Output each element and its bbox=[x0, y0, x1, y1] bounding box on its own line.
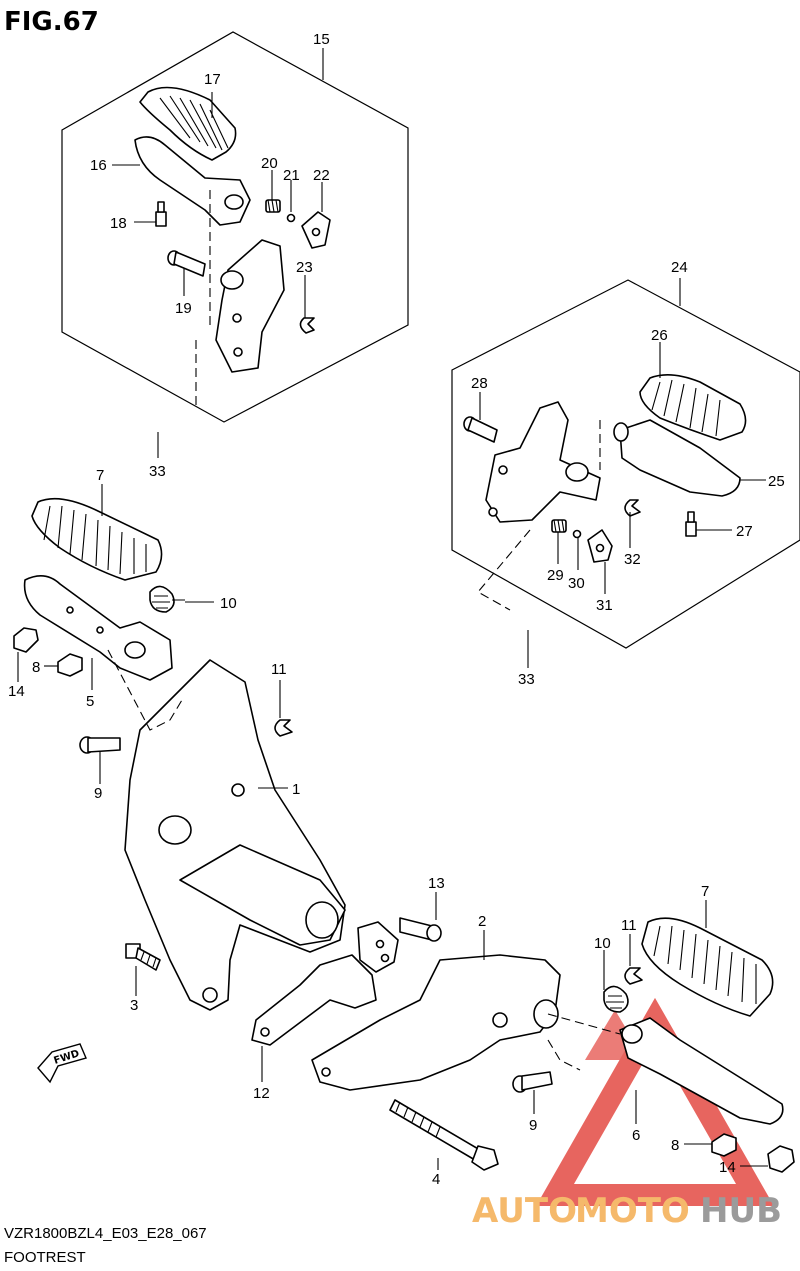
label-25: 25 bbox=[768, 473, 785, 490]
part-24-bracket bbox=[485, 401, 601, 523]
watermark-logo: AUTO MOTO HUB bbox=[472, 997, 782, 1231]
label-26: 26 bbox=[651, 327, 668, 344]
label-19: 19 bbox=[175, 300, 192, 317]
label-23: 23 bbox=[296, 259, 313, 276]
watermark-moto: MOTO bbox=[575, 1191, 690, 1231]
label-8-right: 8 bbox=[671, 1137, 679, 1154]
part-32-clip bbox=[624, 499, 641, 517]
part-1-bracket bbox=[124, 659, 346, 1011]
label-22: 22 bbox=[313, 167, 330, 184]
label-6: 6 bbox=[632, 1127, 640, 1144]
label-33-top: 33 bbox=[149, 463, 166, 480]
part-28-pin bbox=[463, 416, 498, 443]
label-17: 17 bbox=[204, 71, 221, 88]
part-7-footpeg-rubber-right bbox=[641, 917, 774, 1017]
watermark-auto: AUTO bbox=[472, 1191, 577, 1231]
part-8-nut-left bbox=[57, 653, 83, 677]
label-28: 28 bbox=[471, 375, 488, 392]
label-18: 18 bbox=[110, 215, 127, 232]
part-11-clip-left bbox=[274, 719, 293, 737]
leader-lines bbox=[17, 92, 768, 1170]
label-3: 3 bbox=[130, 997, 138, 1014]
label-32: 32 bbox=[624, 551, 641, 568]
label-20: 20 bbox=[261, 155, 278, 172]
part-9-pin-right bbox=[512, 1071, 553, 1093]
part-15-bracket bbox=[215, 239, 285, 373]
assembly-box-15 bbox=[61, 31, 409, 423]
label-7-left: 7 bbox=[96, 467, 104, 484]
part-number-labels: 15 17 16 20 21 22 18 23 19 33 24 26 28 2… bbox=[8, 31, 785, 1188]
part-5-footpeg-left bbox=[23, 575, 173, 681]
label-5: 5 bbox=[86, 693, 94, 710]
part-27-bolt bbox=[685, 511, 697, 537]
label-15: 15 bbox=[313, 31, 330, 48]
figure-caption: FOOTREST bbox=[4, 1249, 86, 1266]
label-14-left: 14 bbox=[8, 683, 25, 700]
label-21: 21 bbox=[283, 167, 300, 184]
part-14-bolt-right bbox=[767, 1145, 795, 1173]
part-30-ball bbox=[572, 529, 582, 539]
label-4: 4 bbox=[432, 1171, 440, 1188]
part-11-clip-right bbox=[624, 967, 643, 985]
label-1: 1 bbox=[292, 781, 300, 798]
part-19-pin bbox=[167, 250, 206, 277]
label-12: 12 bbox=[253, 1085, 270, 1102]
label-27: 27 bbox=[736, 523, 753, 540]
fwd-arrow-icon: FWD bbox=[37, 1043, 87, 1084]
part-10-spring-left bbox=[149, 585, 185, 613]
part-23-clip bbox=[299, 317, 315, 334]
figure-title: FIG.67 bbox=[4, 7, 99, 37]
part-25-footpeg bbox=[613, 419, 741, 497]
part-6-footpeg-right bbox=[619, 1017, 784, 1125]
model-code: VZR1800BZL4_E03_E28_067 bbox=[4, 1225, 207, 1242]
part-20-spring bbox=[265, 199, 281, 213]
label-8-left: 8 bbox=[32, 659, 40, 676]
assembly-box-24 bbox=[451, 278, 800, 649]
label-7-right: 7 bbox=[701, 883, 709, 900]
label-24: 24 bbox=[671, 259, 688, 276]
label-9-left: 9 bbox=[94, 785, 102, 802]
label-9-right: 9 bbox=[529, 1117, 537, 1134]
part-8-nut-right bbox=[711, 1133, 737, 1157]
label-10-right: 10 bbox=[594, 935, 611, 952]
part-3-bolt bbox=[125, 943, 161, 971]
label-2: 2 bbox=[478, 913, 486, 930]
label-31: 31 bbox=[596, 597, 613, 614]
label-33-bottom: 33 bbox=[518, 671, 535, 688]
label-14-right: 14 bbox=[719, 1159, 736, 1176]
part-26-footpeg-rubber bbox=[639, 374, 747, 441]
part-9-pin-left bbox=[79, 736, 121, 754]
part-13-bolt bbox=[399, 917, 442, 942]
label-29: 29 bbox=[547, 567, 564, 584]
part-10-spring-right bbox=[603, 985, 629, 1013]
part-21-ball bbox=[286, 213, 296, 223]
label-13: 13 bbox=[428, 875, 445, 892]
part-12-bracket bbox=[251, 921, 399, 1046]
part-2-bracket bbox=[311, 954, 561, 1091]
watermark-hub: HUB bbox=[700, 1191, 782, 1231]
label-16: 16 bbox=[90, 157, 107, 174]
label-10-left: 10 bbox=[220, 595, 237, 612]
part-14-bolt-left bbox=[13, 627, 39, 653]
label-11-right: 11 bbox=[621, 917, 637, 934]
part-4-bolt bbox=[389, 1099, 499, 1171]
label-30: 30 bbox=[568, 575, 585, 592]
part-16-footpeg bbox=[134, 136, 251, 226]
label-11-left: 11 bbox=[271, 661, 287, 678]
part-18-bolt bbox=[155, 201, 167, 227]
part-29-spring bbox=[551, 519, 567, 533]
part-7-footpeg-rubber-left bbox=[31, 497, 163, 581]
